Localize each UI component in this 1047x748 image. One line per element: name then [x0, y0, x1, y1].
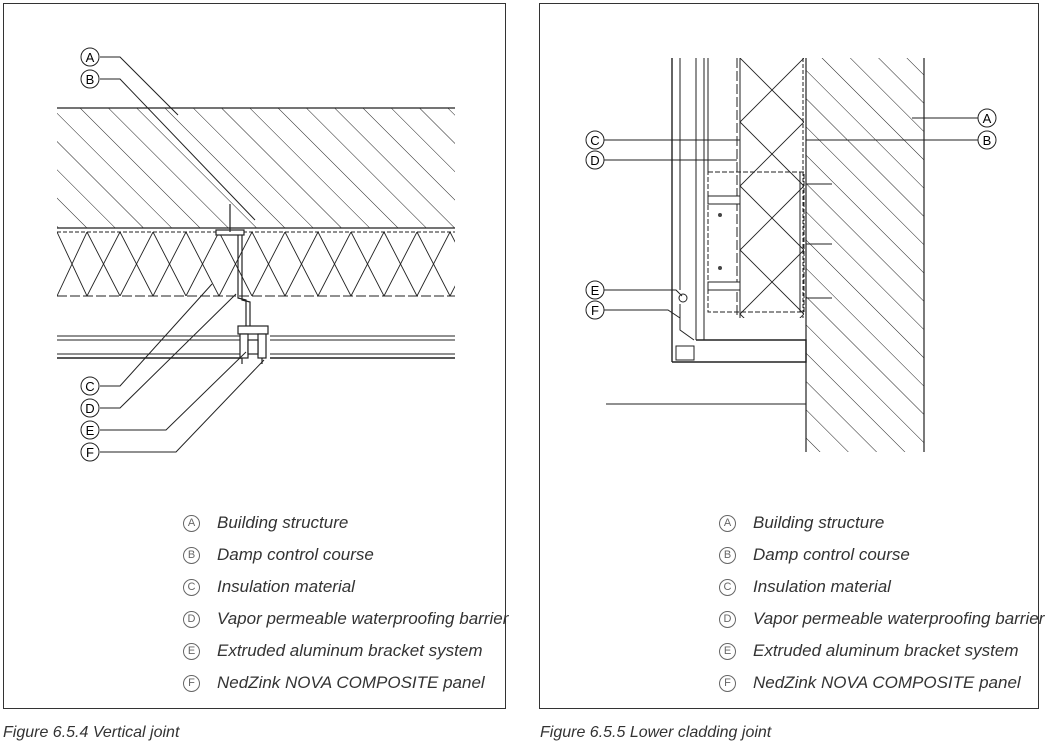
- legend-badge: A: [183, 515, 200, 532]
- legend-badge: D: [183, 611, 200, 628]
- callout-d-right: D: [585, 150, 605, 170]
- legend-badge: E: [183, 643, 200, 660]
- callout-a-right: A: [977, 108, 997, 128]
- lower-cladding-joint-drawing: A B C D E F: [585, 58, 997, 452]
- legend-lower-cladding-joint: A Building structure B Damp control course…: [719, 513, 1044, 703]
- callouts-vertical-joint: A B C D E F: [80, 47, 100, 462]
- legend-badge: E: [719, 643, 736, 660]
- legend-text: Insulation material: [217, 577, 355, 596]
- callout-f: F: [80, 442, 100, 462]
- legend-badge: F: [719, 675, 736, 692]
- callout-a: A: [80, 47, 100, 67]
- legend-badge: D: [719, 611, 736, 628]
- svg-text:B: B: [983, 133, 992, 148]
- svg-text:F: F: [86, 445, 94, 460]
- legend-text: Vapor permeable waterproofing barrier: [217, 609, 509, 628]
- building-structure-hatch: [57, 108, 455, 228]
- figure-caption-right: Figure 6.5.5 Lower cladding joint: [540, 724, 772, 741]
- legend-badge: C: [719, 579, 736, 596]
- svg-text:B: B: [86, 72, 95, 87]
- callout-c-right: C: [585, 130, 605, 150]
- figure-caption-left: Figure 6.5.4 Vertical joint: [3, 724, 180, 741]
- legend-badge: A: [719, 515, 736, 532]
- building-structure-hatch-right: [806, 58, 924, 452]
- svg-text:A: A: [86, 50, 95, 65]
- legend-text: Extruded aluminum bracket system: [217, 641, 483, 660]
- figure-panel-lower-cladding-joint: [539, 3, 1039, 709]
- vertical-joint-drawing: A B C D E F: [57, 47, 455, 462]
- svg-text:E: E: [86, 423, 95, 438]
- svg-text:D: D: [85, 401, 94, 416]
- legend-text: Vapor permeable waterproofing barrier: [753, 609, 1045, 628]
- bracket-system: [215, 204, 269, 364]
- svg-text:C: C: [85, 379, 94, 394]
- legend-vertical-joint: A Building structure B Damp control course…: [183, 513, 508, 703]
- legend-text: Building structure: [753, 513, 885, 532]
- legend-text: Damp control course: [217, 545, 374, 564]
- callouts-lower-cladding-joint: A B C D E F: [585, 108, 997, 320]
- legend-text: Damp control course: [753, 545, 910, 564]
- svg-text:F: F: [591, 303, 599, 318]
- callout-e-right: E: [585, 280, 605, 300]
- callout-b: B: [80, 69, 100, 89]
- svg-text:E: E: [591, 283, 600, 298]
- callout-d: D: [80, 398, 100, 418]
- legend-text: Extruded aluminum bracket system: [753, 641, 1019, 660]
- legend-badge: F: [183, 675, 200, 692]
- insulation-zigzag-right: [740, 58, 804, 318]
- legend-badge: B: [183, 547, 200, 564]
- legend-badge: B: [719, 547, 736, 564]
- callout-e: E: [80, 420, 100, 440]
- svg-text:A: A: [983, 111, 992, 126]
- legend-text: NedZink NOVA COMPOSITE panel: [217, 673, 485, 692]
- legend-text: Building structure: [217, 513, 349, 532]
- callout-c: C: [80, 376, 100, 396]
- legend-badge: C: [183, 579, 200, 596]
- insulation-zigzag: [57, 232, 455, 296]
- svg-text:D: D: [590, 153, 599, 168]
- callout-b-right: B: [977, 130, 997, 150]
- callout-f-right: F: [585, 300, 605, 320]
- svg-text:C: C: [590, 133, 599, 148]
- bracket-system-right: [672, 171, 832, 363]
- legend-text: Insulation material: [753, 577, 891, 596]
- legend-text: NedZink NOVA COMPOSITE panel: [753, 673, 1021, 692]
